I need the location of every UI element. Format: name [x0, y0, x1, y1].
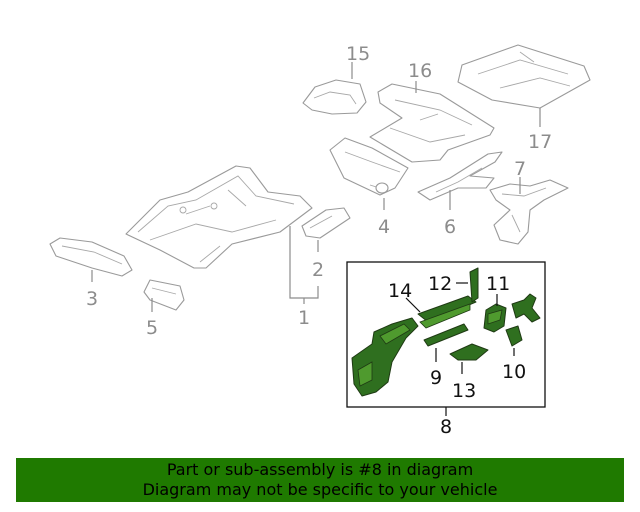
callout-12: 12 — [428, 273, 452, 295]
callout-1: 1 — [298, 307, 310, 329]
part-17-rear-floor-pan[interactable] — [457, 44, 591, 109]
leader-14 — [405, 297, 421, 313]
callout-9: 9 — [430, 367, 442, 389]
part-16-center-floor-panel[interactable] — [369, 83, 495, 163]
callout-16: 16 — [408, 60, 432, 82]
callout-14: 14 — [388, 280, 412, 302]
part-5-seat-bracket[interactable] — [143, 279, 185, 311]
callout-13: 13 — [452, 380, 476, 402]
callout-4: 4 — [378, 216, 390, 238]
callout-3: 3 — [86, 288, 98, 310]
banner-line-2: Diagram may not be specific to your vehi… — [142, 480, 498, 499]
part-12-bracket[interactable] — [469, 267, 479, 303]
part-9-reinforcement[interactable] — [423, 323, 469, 347]
floor-pan-exploded-diagram: 15 16 17 4 6 7 1 — [49, 43, 591, 438]
part-6-rear-rail[interactable] — [417, 151, 503, 201]
part-15-floor-panel-piece[interactable] — [302, 79, 367, 115]
part-3-front-crossmember[interactable] — [49, 237, 133, 277]
callout-11: 11 — [486, 273, 510, 295]
part-8a-side-member[interactable] — [351, 317, 419, 397]
callout-2: 2 — [312, 259, 324, 281]
callout-15: 15 — [346, 43, 370, 65]
callout-10: 10 — [502, 361, 526, 383]
callout-17: 17 — [528, 131, 552, 153]
callout-8: 8 — [440, 416, 452, 438]
part-11-bracket[interactable] — [483, 303, 507, 333]
callout-6: 6 — [444, 216, 456, 238]
part-7-rear-rail-extension[interactable] — [489, 179, 569, 245]
part-10-bracket[interactable] — [505, 325, 523, 347]
part-14-rail[interactable] — [417, 295, 477, 329]
callout-5: 5 — [146, 317, 158, 339]
part-2-floor-bracket[interactable] — [301, 207, 351, 239]
part-1-front-floor-pan[interactable] — [125, 165, 313, 269]
banner-line-1: Part or sub-assembly is #8 in diagram — [166, 460, 474, 479]
part-13-plate[interactable] — [449, 343, 489, 361]
callout-7: 7 — [514, 158, 526, 180]
part-4-floor-crossmember[interactable] — [329, 137, 409, 196]
sub-assembly-notice-banner: Part or sub-assembly is #8 in diagram Di… — [16, 458, 624, 502]
part-8b-cross-bracket[interactable] — [511, 293, 541, 323]
